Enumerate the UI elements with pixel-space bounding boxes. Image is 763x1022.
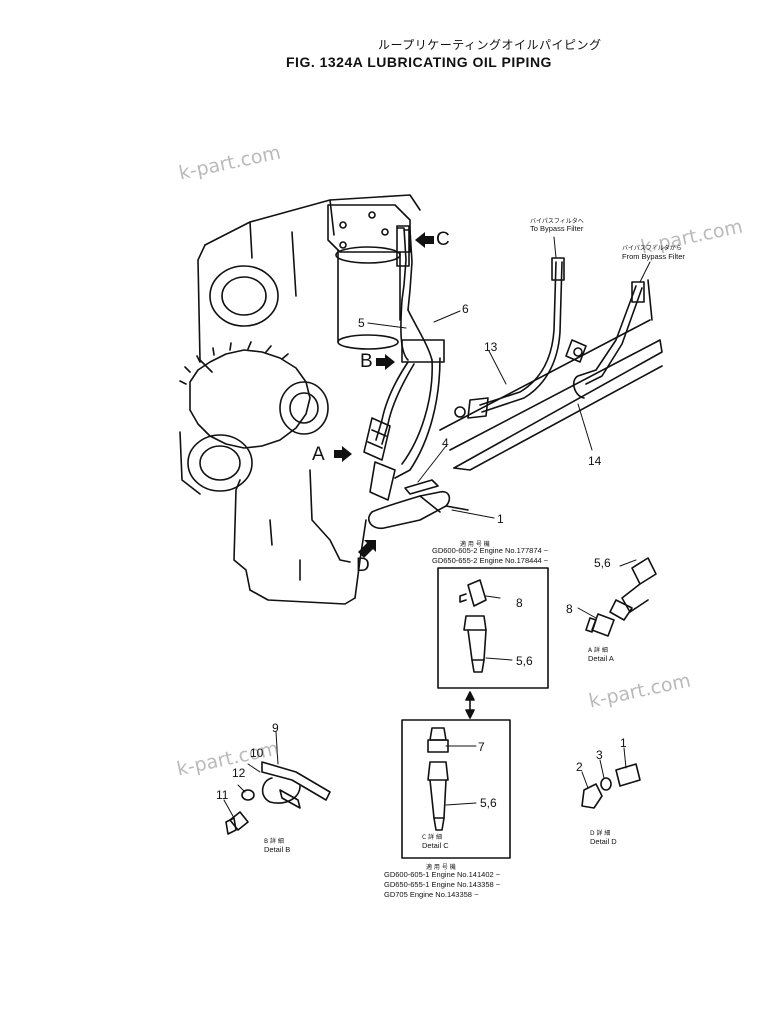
callout-12: 12: [232, 766, 246, 780]
arrow-a: [334, 446, 352, 462]
applicable-row-lower-2: GD650-655-1 Engine No.143358 ~: [384, 880, 501, 889]
detail-a-jp: A 詳 細: [588, 647, 608, 654]
frame-rail: [439, 279, 663, 471]
callout-10: 10: [250, 746, 264, 760]
detail-b-label: Detail B: [264, 845, 291, 854]
detail-b-drawing: [223, 731, 331, 835]
figure-title: FIG. 1324A LUBRICATING OIL PIPING: [286, 54, 552, 70]
callout-5-6-detail-a: 5,6: [594, 556, 611, 570]
view-arrows: [334, 232, 434, 558]
bypass-to-label: To Bypass Filter: [530, 224, 584, 233]
arrow-b: [376, 354, 395, 370]
view-b-label: B: [360, 351, 373, 372]
detail-c-jp: C 詳 細: [422, 834, 443, 841]
callout-5-6-detail-c: 5,6: [480, 796, 497, 810]
callout-14: 14: [588, 454, 602, 468]
detail-c-label: Detail C: [422, 841, 449, 850]
callout-d-2: 2: [576, 760, 583, 774]
callout-4: 4: [442, 436, 449, 450]
detail-d-jp: D 詳 細: [590, 830, 611, 837]
callout-6: 6: [462, 302, 469, 316]
hose-14: [565, 281, 645, 399]
engine-block: [179, 194, 421, 605]
view-a-label: A: [312, 444, 325, 465]
callout-8-detail-a: 8: [566, 602, 573, 616]
callout-13: 13: [484, 340, 498, 354]
pipe-1-4: [368, 479, 469, 530]
pipe-5-6: [363, 225, 445, 501]
view-d-label: D: [356, 555, 370, 576]
bypass-from-jp: バイパスフィルタから: [622, 245, 682, 252]
title-japanese: ループリケーティングオイルパイピング: [378, 38, 602, 52]
applicable-heading-lower: 適 用 号 機: [426, 864, 456, 871]
callout-9: 9: [272, 721, 279, 735]
arrow-d: [358, 540, 376, 558]
applicable-row-upper-1: GD600-605-2 Engine No.177874 ~: [432, 546, 549, 555]
oil-filter: [327, 204, 411, 350]
bypass-to-jp: バイパスフィルタへ: [530, 218, 584, 225]
callout-8-box: 8: [516, 596, 523, 610]
hose-13: [454, 257, 565, 419]
detail-box-upper: [437, 567, 549, 689]
callout-7: 7: [478, 740, 485, 754]
bypass-from-label: From Bypass Filter: [622, 252, 685, 261]
applicable-heading-upper: 適 用 号 機: [460, 541, 490, 548]
view-c-label: C: [436, 229, 450, 250]
callout-5: 5: [358, 316, 365, 330]
detail-d-drawing: [581, 747, 641, 809]
callout-d-3: 3: [596, 748, 603, 762]
detail-d-label: Detail D: [590, 837, 617, 846]
leader-lines: [367, 236, 651, 519]
detail-a-drawing: [577, 557, 657, 637]
applicable-row-lower-3: GD705 Engine No.143358 ~: [384, 890, 479, 899]
applicable-row-upper-2: GD650-655-2 Engine No.178444 ~: [432, 556, 549, 565]
arrow-c: [415, 232, 434, 248]
callout-11: 11: [216, 788, 229, 802]
detail-a-label: Detail A: [588, 654, 614, 663]
callout-5-6-box: 5,6: [516, 654, 533, 668]
double-arrow: [465, 691, 475, 719]
detail-b-jp: B 詳 細: [264, 838, 284, 845]
callout-d-1: 1: [620, 736, 627, 750]
applicable-row-lower-1: GD600-605-1 Engine No.141402 ~: [384, 870, 501, 879]
detail-box-lower: [401, 719, 511, 859]
callout-1: 1: [497, 512, 504, 526]
